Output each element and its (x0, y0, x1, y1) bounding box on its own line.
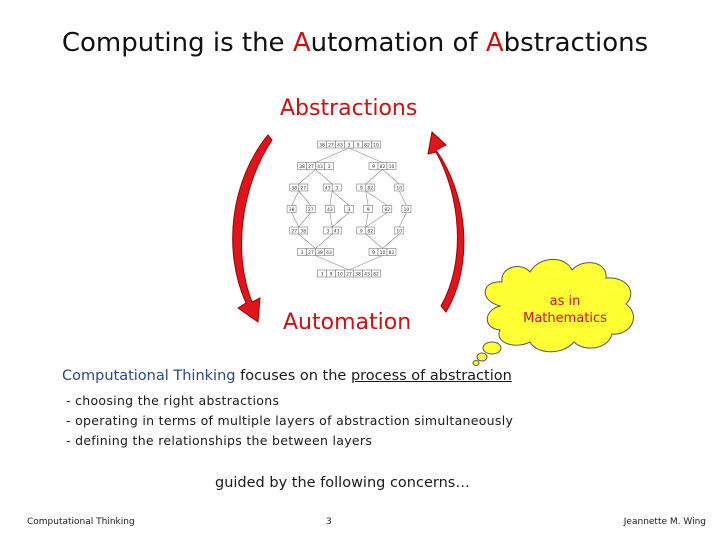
sort-connector (299, 234, 316, 249)
ct-middle: focuses on the (235, 368, 350, 384)
sort-cell-value: 3 (321, 271, 324, 277)
sort-cell-value: 3 (348, 142, 351, 148)
sort-cell-value: 43 (326, 250, 332, 256)
sort-cell-value: 38 (355, 271, 361, 277)
sort-cell-value: 10 (404, 207, 410, 213)
sort-connector (383, 170, 400, 185)
sort-cell-value: 82 (367, 228, 373, 234)
sort-connector (332, 213, 349, 228)
bullet-item: - operating in terms of multiple layers … (66, 411, 513, 431)
sort-cell-value: 3 (328, 164, 331, 170)
computational-thinking-statement: Computational Thinking focuses on the pr… (62, 368, 512, 384)
footer-author: Jeannette M. Wing (624, 517, 706, 527)
sort-connector (316, 234, 333, 249)
sort-connector (316, 256, 350, 271)
cloud-text: as in Mathematics (512, 293, 618, 327)
sort-cell-value: 27 (308, 250, 314, 256)
sort-cell-value: 10 (396, 185, 402, 191)
sort-cell-value: 3 (326, 228, 329, 234)
sort-connector (332, 191, 349, 206)
sort-cell-value: 10 (337, 271, 343, 277)
sort-connector (349, 148, 383, 163)
cloud-line1: as in (512, 293, 618, 310)
sort-cell-value: 82 (373, 271, 379, 277)
thought-bubble-3 (473, 361, 479, 366)
sort-cell-value: 38 (291, 185, 297, 191)
thought-bubble-1 (483, 342, 501, 354)
sort-cell-value: 3 (301, 250, 304, 256)
sort-connector (399, 213, 406, 228)
sort-cell-value: 9 (330, 271, 333, 277)
ct-underlined: process of abstraction (351, 368, 512, 384)
sort-cell-value: 82 (367, 185, 373, 191)
sort-cell-value: 43 (337, 142, 343, 148)
sort-connector (366, 213, 388, 228)
sort-cell-value: 3 (348, 207, 351, 213)
sort-cell-value: 43 (327, 207, 333, 213)
sort-cell-value: 43 (325, 185, 331, 191)
sort-cell-value: 43 (334, 228, 340, 234)
sort-connector (292, 191, 299, 206)
bullet-list: - choosing the right abstractions - oper… (66, 391, 513, 451)
sort-connector (299, 213, 311, 228)
sort-cell-value: 43 (317, 164, 323, 170)
sort-connector (292, 213, 299, 228)
footer-page-number: 3 (326, 517, 332, 527)
sort-cell-value: 9 (360, 228, 363, 234)
sort-cell-value: 38 (289, 207, 295, 213)
cloud-line2: Mathematics (512, 310, 618, 327)
sort-connector (399, 191, 406, 206)
right-up-arrow (428, 132, 464, 312)
sort-cell-value: 38 (319, 142, 325, 148)
sort-cell-value: 10 (389, 164, 395, 170)
sort-cell-value: 9 (360, 185, 363, 191)
sort-cell-value: 27 (346, 271, 352, 277)
sort-cell-value: 27 (300, 185, 306, 191)
sort-cell-value: 82 (389, 250, 395, 256)
sort-cell-value: 82 (364, 142, 370, 148)
left-down-arrow (233, 135, 272, 322)
sort-cell-value: 27 (291, 228, 297, 234)
sort-cell-value: 27 (308, 164, 314, 170)
sort-cell-value: 10 (396, 228, 402, 234)
sort-connector (366, 191, 368, 206)
guided-by-text: guided by the following concerns… (215, 475, 470, 491)
bullet-item: - defining the relationships the between… (66, 431, 513, 451)
sort-connector (366, 170, 383, 185)
sort-connector (330, 213, 332, 228)
sort-cell-value: 38 (300, 228, 306, 234)
sort-cell-value: 10 (373, 142, 379, 148)
sort-cell-value: 9 (367, 207, 370, 213)
sort-connector (349, 256, 383, 271)
sort-cell-value: 38 (299, 164, 305, 170)
automation-label: Automation (283, 310, 411, 335)
sort-cell-value: 27 (308, 207, 314, 213)
sort-connector (383, 234, 400, 249)
thought-bubble-2 (477, 353, 487, 361)
sort-connector (316, 148, 350, 163)
footer-left: Computational Thinking (27, 517, 135, 527)
ct-highlight: Computational Thinking (62, 368, 235, 384)
bullet-item: - choosing the right abstractions (66, 391, 513, 411)
sort-connector (299, 170, 316, 185)
sort-connector (330, 191, 332, 206)
sort-cell-value: 9 (357, 142, 360, 148)
sort-connector (316, 170, 333, 185)
sort-cell-value: 9 (372, 250, 375, 256)
sort-connector (366, 191, 388, 206)
sort-connector (366, 213, 368, 228)
sort-cell-value: 9 (372, 164, 375, 170)
sort-cell-value: 10 (380, 250, 386, 256)
sort-connector (366, 234, 383, 249)
sort-cell-value: 27 (328, 142, 334, 148)
sort-cell-value: 82 (380, 164, 386, 170)
sort-cell-value: 43 (364, 271, 370, 277)
sort-cell-value: 3 (335, 185, 338, 191)
sort-connector (299, 191, 311, 206)
sort-cell-value: 82 (384, 207, 390, 213)
sort-cell-value: 38 (317, 250, 323, 256)
